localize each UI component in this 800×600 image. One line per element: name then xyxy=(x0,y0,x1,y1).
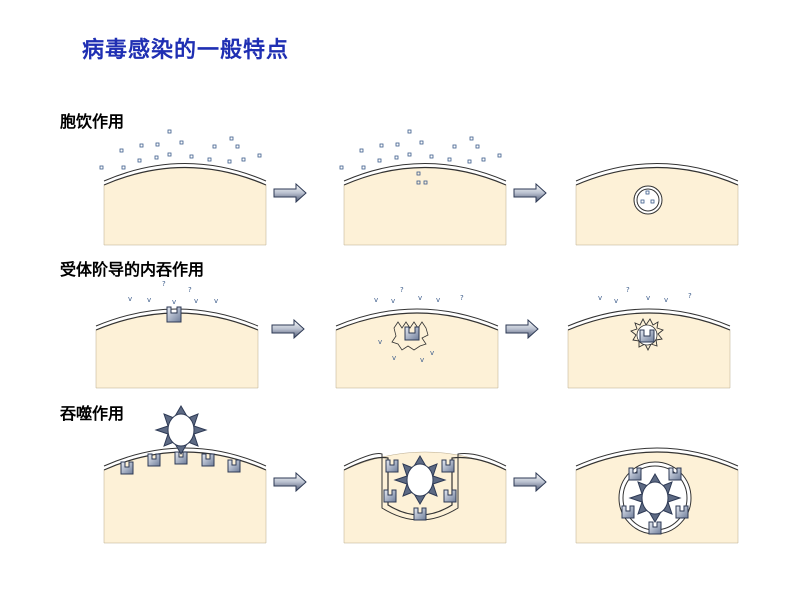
receptor xyxy=(639,329,655,343)
row3-panel-2 xyxy=(343,451,507,544)
svg-text:?: ? xyxy=(188,286,192,294)
coated-vesicle xyxy=(630,317,664,352)
svg-text:v: v xyxy=(430,349,434,357)
svg-text:v: v xyxy=(614,297,618,305)
receptors xyxy=(120,451,241,475)
ligands: v v? v v v ? xyxy=(128,280,218,306)
row1-panel-2 xyxy=(339,129,507,246)
svg-text:v: v xyxy=(378,338,382,346)
ligands: v? v v? v xyxy=(598,286,692,305)
svg-text:v: v xyxy=(391,297,395,305)
row-label-phagocytosis: 吞噬作用 xyxy=(60,404,125,423)
row1-panel-3 xyxy=(575,163,739,246)
virus-particles xyxy=(339,129,502,185)
virion xyxy=(628,473,682,523)
svg-text:v: v xyxy=(392,354,396,362)
row1-panel-1 xyxy=(99,129,267,246)
svg-text:v: v xyxy=(194,297,198,305)
coated-pit xyxy=(391,321,429,351)
row3-panel-1 xyxy=(103,405,267,544)
page-title: 病毒感染的一般特点 xyxy=(82,38,290,63)
arrow-3 xyxy=(271,318,305,340)
arrow-5 xyxy=(273,471,307,493)
receptor xyxy=(166,306,182,323)
svg-text:v: v xyxy=(172,298,176,306)
svg-text:v: v xyxy=(128,295,132,303)
row-label-receptor-endocytosis: 受体阶导的内吞作用 xyxy=(60,260,205,279)
row-label-pinocytosis: 胞饮作用 xyxy=(60,112,125,131)
svg-text:?: ? xyxy=(400,286,404,294)
svg-text:v: v xyxy=(436,296,440,304)
arrow-1 xyxy=(273,182,307,204)
svg-text:v: v xyxy=(646,294,650,302)
row2-panel-3: v? v v? v xyxy=(567,286,731,389)
arrow-6 xyxy=(513,471,547,493)
svg-text:?: ? xyxy=(688,292,692,300)
svg-text:v: v xyxy=(598,294,602,302)
arrow-4 xyxy=(505,318,539,340)
virus-particles xyxy=(99,129,262,170)
svg-text:v: v xyxy=(418,294,422,302)
virion xyxy=(393,455,447,505)
receptors xyxy=(383,459,457,521)
svg-text:v: v xyxy=(147,296,151,304)
svg-text:v: v xyxy=(664,296,668,304)
arrow-2 xyxy=(513,182,547,204)
row2-panel-1: v v? v v v ? xyxy=(95,280,259,389)
svg-text:?: ? xyxy=(460,294,464,302)
row3-panel-3 xyxy=(575,447,739,544)
receptor xyxy=(404,326,420,341)
svg-text:?: ? xyxy=(626,286,630,294)
virion xyxy=(154,405,208,455)
svg-text:v: v xyxy=(374,296,378,304)
svg-text:v: v xyxy=(214,297,218,305)
receptors xyxy=(621,467,689,535)
svg-text:?: ? xyxy=(162,280,166,288)
svg-text:v: v xyxy=(420,356,424,364)
